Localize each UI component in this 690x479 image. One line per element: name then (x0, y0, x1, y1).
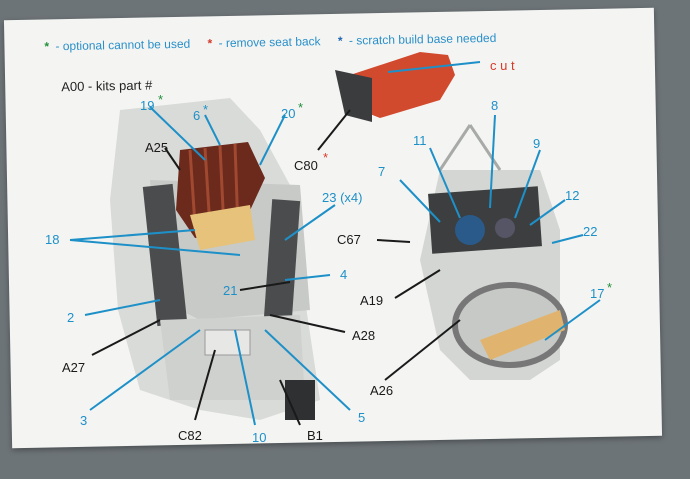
label-21: 21 (223, 283, 237, 298)
label-20-star: * (298, 100, 303, 115)
label-6-star: * (203, 102, 208, 117)
label-a26: A26 (370, 383, 393, 398)
label-a25: A25 (145, 140, 168, 155)
label-18: 18 (45, 232, 59, 247)
leader-lines (69, 61, 601, 426)
label-11: 11 (413, 133, 427, 148)
label-a27: A27 (62, 360, 85, 375)
label-17: 17 (590, 286, 604, 301)
label-2: 2 (67, 310, 74, 325)
label-19: 19 (140, 98, 154, 113)
label-22: 22 (583, 224, 597, 239)
label-c67: C67 (337, 232, 361, 247)
label-19-star: * (158, 92, 163, 107)
label-23: 23 (x4) (322, 190, 362, 205)
label-5: 5 (358, 410, 365, 425)
label-4: 4 (340, 267, 347, 282)
seat (176, 142, 265, 250)
label-c80: C80 (294, 158, 318, 173)
label-c80-star: * (323, 150, 328, 165)
part-labels: c u t C80 * 19 * 6 * 20 * A25 18 23 (x4)… (45, 58, 612, 445)
label-b1: B1 (307, 428, 323, 443)
label-12: 12 (565, 188, 579, 203)
label-a19: A19 (360, 293, 383, 308)
label-3: 3 (80, 413, 87, 428)
label-17-star: * (607, 280, 612, 295)
label-cut: c u t (490, 58, 515, 73)
label-9: 9 (533, 136, 540, 151)
label-c82: C82 (178, 428, 202, 443)
label-8: 8 (491, 98, 498, 113)
label-a28: A28 (352, 328, 375, 343)
label-7: 7 (378, 164, 385, 179)
label-20: 20 (281, 106, 295, 121)
label-10: 10 (252, 430, 266, 445)
label-6: 6 (193, 108, 200, 123)
seat-back-cutout (335, 52, 455, 122)
